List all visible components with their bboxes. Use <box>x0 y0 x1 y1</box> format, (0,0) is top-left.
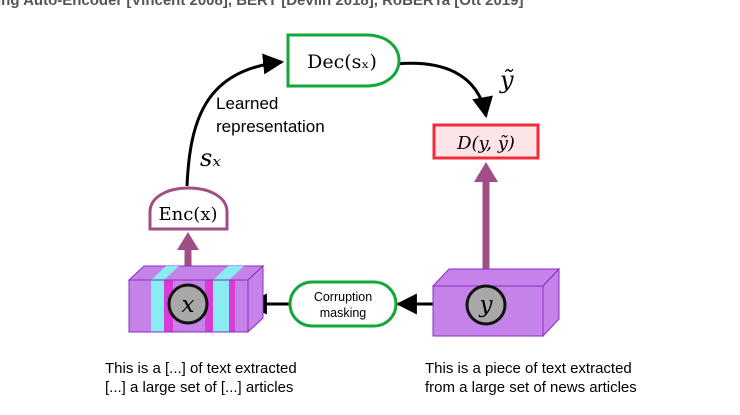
encoder-shape <box>148 186 229 231</box>
corruption-label-line1: Corruption <box>314 290 372 304</box>
discriminator-shape <box>432 123 540 160</box>
mask-stripe <box>151 280 164 332</box>
original-text-cube: y <box>431 267 561 338</box>
header-title: ing Auto-Encoder [Vincent 2008], BERT [D… <box>0 0 524 9</box>
mask-stripe-top <box>151 266 179 280</box>
mask-stripe-top <box>213 266 244 280</box>
corruption-label-line2: masking <box>320 306 367 320</box>
corruption-shape <box>288 280 398 328</box>
right-caption-line2: from a large set of news articles <box>425 379 637 396</box>
s-x-label: sₓ <box>200 144 221 172</box>
decoder-label: Dec(sₓ) <box>307 51 377 73</box>
discriminator-label: D(y, ỹ) <box>456 133 515 154</box>
decoder-node: Dec(sₓ) <box>286 33 401 88</box>
learned-label-line1: Learned <box>216 94 278 113</box>
cube-right-top <box>431 268 561 287</box>
arrow-decoder-to-discriminator <box>395 61 493 119</box>
left-caption-line2: [...] a large set of [...] articles <box>105 379 293 396</box>
y-tilde-label: ỹ <box>499 66 514 94</box>
learned-label-line2: representation <box>216 117 325 136</box>
encoder-node: Enc(x) <box>148 186 229 231</box>
input-x-node <box>167 283 209 325</box>
discriminator-node: D(y, ỹ) <box>432 123 540 160</box>
encoder-label: Enc(x) <box>158 204 217 225</box>
right-caption-line1: This is a piece of text extracted <box>425 360 632 377</box>
arrow-y-to-discriminator <box>474 162 498 285</box>
mask-stripe <box>205 280 213 332</box>
input-y-node <box>465 284 507 326</box>
arrow-encoder-to-decoder <box>185 53 285 187</box>
mask-stripe <box>213 280 229 332</box>
cube-left-top <box>127 265 265 281</box>
decoder-shape <box>286 33 401 88</box>
corrupted-text-cube: x <box>127 264 265 334</box>
input-x-label: x <box>182 292 195 318</box>
left-caption-line1: This is a [...] of text extracted <box>105 360 297 377</box>
mask-stripe <box>229 280 235 332</box>
input-y-label: y <box>479 292 494 318</box>
corruption-node: Corruption masking <box>288 280 398 328</box>
